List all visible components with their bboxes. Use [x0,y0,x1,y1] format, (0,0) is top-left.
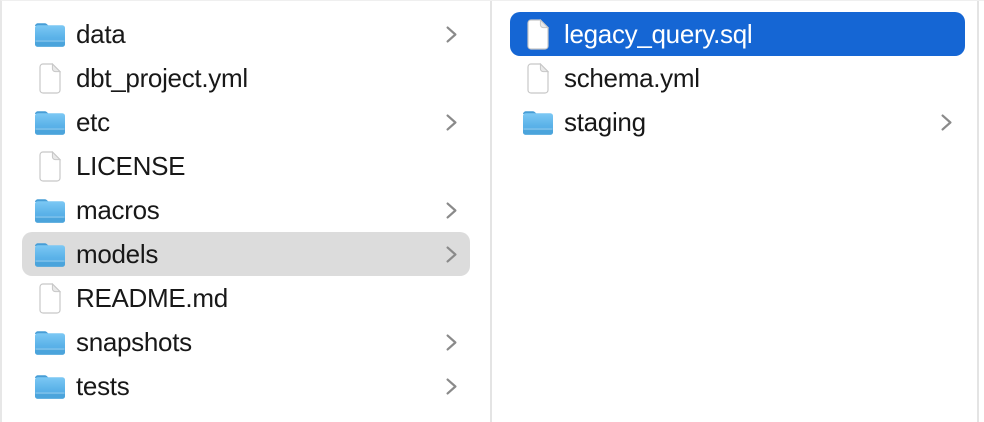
file-icon [34,282,66,314]
item-label: snapshots [76,326,192,357]
folder-icon [34,194,66,226]
folder-icon [34,18,66,50]
folder-row[interactable]: snapshots [22,320,470,364]
chevron-right-icon [445,113,458,132]
file-icon [522,18,554,50]
item-label: dbt_project.yml [76,62,248,93]
folder-icon [34,106,66,138]
file-row[interactable]: schema.yml [510,56,965,100]
item-label: data [76,18,126,49]
folder-icon [522,106,554,138]
file-icon [34,62,66,94]
folder-row[interactable]: macros [22,188,470,232]
item-label: schema.yml [564,62,700,93]
folder-row[interactable]: staging [510,100,965,144]
folder-row[interactable]: etc [22,100,470,144]
file-row[interactable]: README.md [22,276,470,320]
chevron-right-icon [445,245,458,264]
folder-row[interactable]: tests [22,364,470,408]
column-divider[interactable] [977,1,979,422]
folder-row[interactable]: data [22,12,470,56]
file-row[interactable]: dbt_project.yml [22,56,470,100]
finder-column-empty [979,1,984,422]
file-icon [34,150,66,182]
folder-icon [34,238,66,270]
item-label: macros [76,194,160,225]
chevron-right-icon [445,333,458,352]
item-label: staging [564,106,646,137]
item-label: README.md [76,282,228,313]
file-row[interactable]: LICENSE [22,144,470,188]
folder-icon [34,326,66,358]
column-divider[interactable] [490,1,492,422]
item-label: LICENSE [76,150,186,181]
file-icon [522,62,554,94]
item-label: etc [76,106,110,137]
chevron-right-icon [445,25,458,44]
finder-column-models: legacy_query.sql schema.yml staging [492,1,977,422]
chevron-right-icon [940,113,953,132]
item-label: legacy_query.sql [564,18,753,49]
folder-row[interactable]: models [22,232,470,276]
item-label: models [76,238,159,269]
chevron-right-icon [445,201,458,220]
file-row[interactable]: legacy_query.sql [510,12,965,56]
chevron-right-icon [445,377,458,396]
item-label: tests [76,370,130,401]
folder-icon [34,370,66,402]
